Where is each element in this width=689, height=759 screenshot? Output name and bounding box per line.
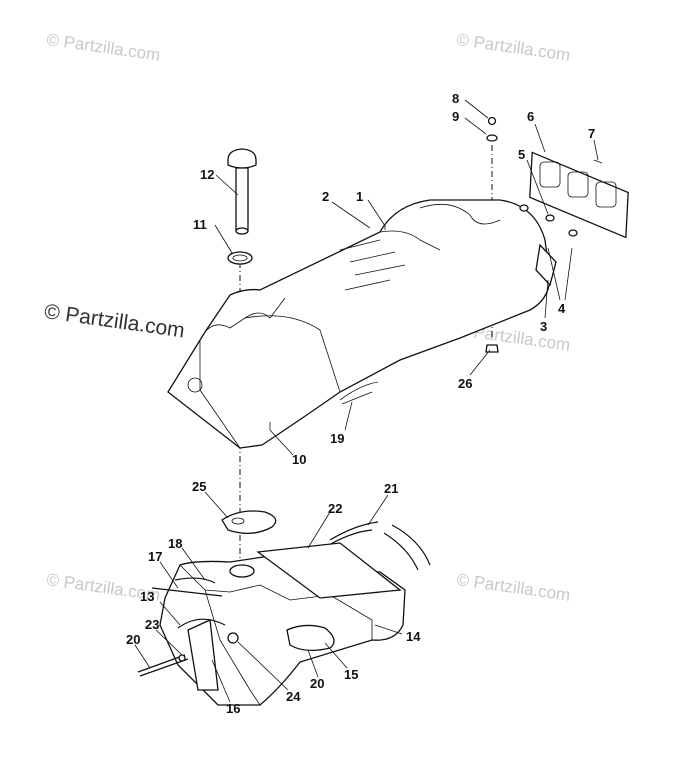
vent-part xyxy=(339,381,379,401)
callout-14: 14 xyxy=(406,629,421,644)
callout-19: 19 xyxy=(330,431,345,446)
strap-part xyxy=(329,521,379,541)
pad-hole xyxy=(231,517,245,525)
vent-part xyxy=(341,391,373,405)
washer-part xyxy=(486,134,498,142)
callout-10: 10 xyxy=(292,452,307,467)
pad-part xyxy=(221,510,277,534)
clamp-part xyxy=(174,577,216,584)
fitting-part xyxy=(178,654,186,662)
fitting-part xyxy=(227,632,239,644)
callout-9: 9 xyxy=(452,109,460,124)
nut-part xyxy=(487,116,497,126)
callout-20: 20 xyxy=(126,632,141,647)
bracket-part xyxy=(535,243,557,287)
plate-part xyxy=(256,542,402,599)
callout-6: 6 xyxy=(527,109,535,124)
callout-24: 24 xyxy=(286,689,301,704)
strap-part xyxy=(383,532,419,571)
gasket-hole xyxy=(232,254,248,262)
callout-18: 18 xyxy=(168,536,183,551)
callout-4: 4 xyxy=(558,301,566,316)
leader-lines xyxy=(134,99,599,703)
callout-8: 8 xyxy=(452,91,460,106)
line-part xyxy=(139,658,189,677)
bolt-part xyxy=(519,204,578,237)
callout-13: 13 xyxy=(140,589,155,604)
callout-17: 17 xyxy=(148,549,163,564)
filler-cap-part xyxy=(227,148,257,235)
callout-2: 2 xyxy=(322,189,330,204)
callout-3: 3 xyxy=(540,319,548,334)
callout-20: 20 xyxy=(310,676,325,691)
callout-25: 25 xyxy=(192,479,207,494)
clamp-part xyxy=(177,618,226,629)
hose-part xyxy=(151,587,223,597)
fitting-part xyxy=(187,619,219,691)
callout-16: 16 xyxy=(226,701,241,716)
line-part xyxy=(137,654,186,673)
callout-15: 15 xyxy=(344,667,359,682)
callout-1: 1 xyxy=(356,189,364,204)
callout-12: 12 xyxy=(200,167,215,182)
gasket-plate-part xyxy=(529,151,629,239)
callout-22: 22 xyxy=(328,501,343,516)
strap-part xyxy=(391,524,431,566)
callout-5: 5 xyxy=(518,147,526,162)
callout-11: 11 xyxy=(193,217,207,232)
upper-tank-part xyxy=(167,199,551,449)
gasket-part xyxy=(227,251,253,265)
callout-23: 23 xyxy=(145,617,160,632)
screw-part xyxy=(593,159,603,164)
callout-26: 26 xyxy=(458,376,473,391)
nut-part xyxy=(485,344,499,353)
callout-21: 21 xyxy=(384,481,399,496)
callout-7: 7 xyxy=(588,126,596,141)
